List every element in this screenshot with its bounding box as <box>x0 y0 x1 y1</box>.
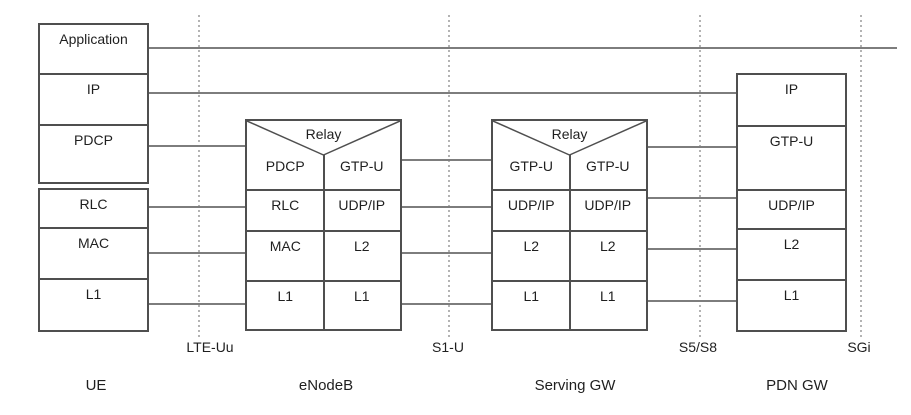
pdcp-connector-line <box>148 145 247 147</box>
pdn-gw-layer-gtpu: GTP-U <box>738 125 845 189</box>
enb-sgw-l1-connector-line <box>399 303 493 305</box>
ue-layer-rlc: RLC <box>79 196 108 212</box>
enodeb-layer-gtpu: GTP-U <box>339 158 384 174</box>
s5-s8-interface-line <box>699 15 701 338</box>
pdn-gw-layer-l2: L2 <box>738 228 845 279</box>
sgw-pgw-gtpu-connector-line <box>645 146 738 148</box>
serving-gw-relay-label: Relay <box>551 126 588 142</box>
sgw-pgw-udpip-connector-line <box>645 197 738 199</box>
ue-layer-application: Application <box>59 31 128 47</box>
node-label-pdn-gw: PDN GW <box>766 377 828 394</box>
serving-gw-layer-udpip-right: UDP/IP <box>584 197 632 213</box>
pdn-gw-layer-ip: IP <box>784 81 799 97</box>
ue-l1-connector-line <box>148 303 247 305</box>
enodeb-layer-rlc: RLC <box>271 197 300 213</box>
serving-gw-layer-l1-right: L1 <box>599 288 616 304</box>
relay-v-shape <box>493 121 646 156</box>
interface-label-s5-s8: S5/S8 <box>678 339 718 355</box>
interface-label-lte-uu: LTE-Uu <box>186 339 234 355</box>
enb-sgw-l2-connector-line <box>399 252 493 254</box>
enb-sgw-udpip-connector-line <box>399 206 493 208</box>
mac-connector-line <box>148 252 247 254</box>
enodeb-stack-box: Relay PDCP GTP-U RLC UDP/IP MAC L2 L1 L1 <box>245 119 402 331</box>
ue-layer-l1: L1 <box>40 278 147 330</box>
pdn-gw-layer-udpip: UDP/IP <box>738 189 845 228</box>
ip-connector-line <box>148 92 737 94</box>
lte-uu-interface-line <box>198 15 200 338</box>
pdn-gw-stack-box: IP GTP-U UDP/IP L2 L1 <box>736 73 847 332</box>
ue-layer-mac: MAC <box>40 227 147 278</box>
serving-gw-layer-l2-left: L2 <box>523 238 540 254</box>
serving-gw-layer-udpip-left: UDP/IP <box>507 197 555 213</box>
enodeb-layer-l1-left: L1 <box>277 288 294 304</box>
enodeb-relay-label: Relay <box>305 126 342 142</box>
serving-gw-layer-gtpu-right: GTP-U <box>585 158 630 174</box>
node-label-enodeb: eNodeB <box>298 377 354 394</box>
enodeb-layer-l1-right: L1 <box>353 288 370 304</box>
ue-layer-ip: IP <box>40 73 147 124</box>
ue-layer-pdcp: PDCP <box>40 124 147 182</box>
sgw-pgw-l1-connector-line <box>645 300 738 302</box>
enodeb-column-divider <box>322 155 325 329</box>
relay-v-shape <box>247 121 400 156</box>
node-label-ue: UE <box>85 377 107 394</box>
enodeb-layer-mac: MAC <box>269 238 301 254</box>
enodeb-layer-udpip: UDP/IP <box>338 197 386 213</box>
rlc-connector-line <box>148 206 247 208</box>
interface-label-sgi: SGi <box>847 339 871 355</box>
application-connector-line <box>148 47 897 49</box>
serving-gw-column-divider <box>568 155 571 329</box>
sgi-interface-line <box>860 15 862 338</box>
enodeb-layer-l2: L2 <box>353 238 370 254</box>
sgw-pgw-l2-connector-line <box>645 248 738 250</box>
pdn-gw-layer-l1: L1 <box>738 279 845 330</box>
enb-sgw-gtpu-connector-line <box>399 159 493 161</box>
ue-lower-stack-box: RLC MAC L1 <box>38 188 149 332</box>
s1-u-interface-line <box>448 15 450 338</box>
serving-gw-layer-gtpu-left: GTP-U <box>509 158 554 174</box>
serving-gw-stack-box: Relay GTP-U GTP-U UDP/IP UDP/IP L2 L2 L1… <box>491 119 648 331</box>
ue-upper-stack-box: Application IP PDCP <box>38 23 149 184</box>
serving-gw-layer-l2-right: L2 <box>599 238 616 254</box>
serving-gw-layer-l1-left: L1 <box>523 288 540 304</box>
node-label-serving-gw: Serving GW <box>534 377 616 394</box>
interface-label-s1-u: S1-U <box>432 339 464 355</box>
enodeb-layer-pdcp: PDCP <box>265 158 305 174</box>
